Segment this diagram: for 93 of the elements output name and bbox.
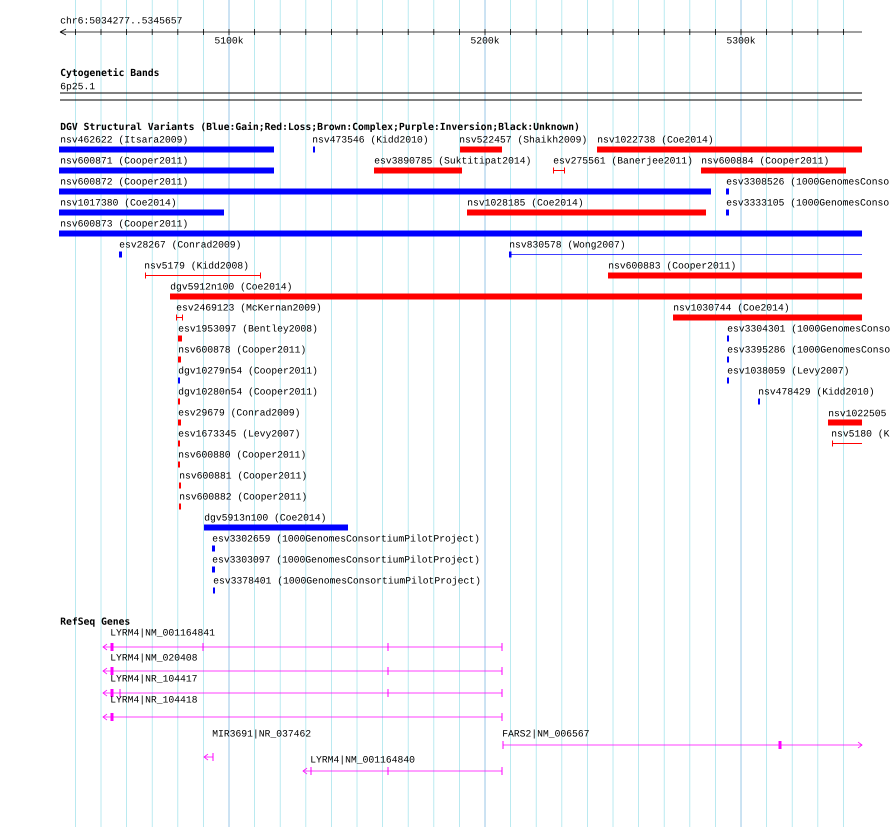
tick-label: 5200k [471,36,500,44]
track-heading: Cytogenetic Bands [60,68,159,78]
node-label: esv28267 (Conrad2009) [120,240,240,250]
variant-feature: nsv600882 (Cooper2011) [179,492,306,510]
node-label: nsv462622 (Itsara2009) [61,135,187,145]
node-label: nsv600880 (Cooper2011) [179,450,305,460]
variant-feature: nsv1022738 (Coe2014) [597,135,862,152]
variant-feature: esv3890785 (Suktitipat2014) [374,156,530,174]
node-label: esv3303097 (1000GenomesConsortiumPilotProject) [212,555,478,565]
variant-feature: esv3304301 (1000GenomesConso [727,324,890,342]
node-label: esv1673345 (Levy2007) [178,429,299,439]
variant-feature: nsv1022505 [828,410,886,426]
node-label: nsv600873 (Cooper2011) [61,219,187,229]
variant-feature: nsv5179 (Kidd2008) [144,261,262,279]
gene-model: LYRM4|NM_001164841 [102,628,502,652]
node-label: LYRM4|NM_020408 [111,653,197,663]
node-label: nsv522457 (Shaikh2009) [460,135,586,145]
node-label: nsv478429 (Kidd2010) [759,387,873,397]
node-label: dgv5913n100 (Coe2014) [204,513,325,523]
node-label: esv3302659 (1000GenomesConsortiumPilotProject) [212,534,478,544]
node-label: esv3890785 (Suktitipat2014) [374,156,530,166]
node-label: esv1953097 (Bentley2008) [178,324,316,334]
variant-feature: nsv600881 (Cooper2011) [179,472,306,488]
variant-feature: nsv473546 (Kidd2010) [313,135,427,152]
variant-feature: nsv600884 (Cooper2011) [701,156,846,174]
band-label: 6p25.1 [60,82,95,92]
node-label: LYRM4|NM_001164841 [111,628,214,638]
variant-feature: esv3395286 (1000GenomesConso [727,345,890,362]
node-label: nsv1017380 (Coe2014) [61,198,175,208]
variant-feature: esv3308526 (1000GenomesConso [726,177,889,194]
variant-feature: esv3378401 (1000GenomesConsortiumPilotProject) [213,576,480,594]
variant-feature: esv275561 (Banerjee2011) [552,156,692,174]
node-label: esv3304301 (1000GenomesConso [728,324,890,334]
variant-feature: esv1038059 (Levy2007) [727,366,848,384]
variant-feature: esv2469123 (McKernan2009) [176,303,320,321]
variant-feature: nsv462622 (Itsara2009) [59,135,274,152]
variant-feature: nsv478429 (Kidd2010) [758,387,873,404]
node-label: nsv1022738 (Coe2014) [598,135,712,145]
ruler-label: chr6:5034277..5345657 [60,16,182,24]
variant-feature: nsv600871 (Cooper2011) [59,156,274,174]
variant-feature: dgv10280n54 (Cooper2011) [178,387,316,404]
node-label: LYRM4|NR_104418 [111,695,197,705]
tick-label: 5100k [215,36,244,44]
node-label: nsv600871 (Cooper2011) [61,156,187,166]
node-label: esv29679 (Conrad2009) [178,408,299,418]
variant-feature: esv1953097 (Bentley2008) [178,324,316,342]
node-label: nsv600882 (Cooper2011) [180,492,306,502]
track-heading: RefSeq Genes [60,617,130,627]
node-label: dgv5912n100 (Coe2014) [170,282,291,292]
variant-feature: esv29679 (Conrad2009) [178,408,299,426]
gene-model: LYRM4|NM_020408 [102,654,502,676]
node-label: nsv1028185 (Coe2014) [468,198,582,208]
variant-feature: nsv600883 (Cooper2011) [608,261,862,278]
variant-feature: esv28267 (Conrad2009) [119,240,240,258]
node-label: nsv473546 (Kidd2010) [313,135,427,145]
gene-model: FARS2|NM_006567 [502,730,863,750]
variant-feature: esv3302659 (1000GenomesConsortiumPilotProject) [212,534,478,552]
node-label: esv3333105 (1000GenomesConso [726,198,889,208]
variant-feature: nsv600880 (Cooper2011) [178,450,305,468]
node-label: esv1038059 (Levy2007) [728,366,848,376]
node-label: dgv10280n54 (Cooper2011) [178,387,316,397]
tick-label: 5300k [727,36,756,44]
track-heading: DGV Structural Variants (Blue:Gain;Red:Loss;Brown:Complex;Purple:Inversion;Black:Unknown) [60,122,578,132]
node-label: nsv1030744 (Coe2014) [674,303,788,313]
node-label: nsv600884 (Cooper2011) [702,156,828,166]
variant-feature: nsv1030744 (Coe2014) [673,303,862,320]
node-label: esv3378401 (1000GenomesConsortiumPilotProject) [214,576,480,586]
variant-feature: esv3303097 (1000GenomesConsortiumPilotProject) [212,556,478,572]
node-label: nsv600881 (Cooper2011) [180,471,306,481]
variant-feature: nsv600873 (Cooper2011) [59,219,862,236]
node-label: esv3395286 (1000GenomesConso [728,345,890,355]
node-label: nsv600878 (Cooper2011) [179,345,305,355]
variant-feature: nsv5180 (K [832,430,890,447]
node-label: nsv1022505 [829,410,886,416]
variant-feature: esv1673345 (Levy2007) [178,430,299,446]
variant-feature: nsv830578 (Wong2007) [508,240,862,258]
variant-feature: nsv1017380 (Coe2014) [59,198,224,216]
node-label: dgv10279n54 (Cooper2011) [178,366,316,376]
variant-feature: nsv522457 (Shaikh2009) [460,135,586,152]
variant-feature: dgv10279n54 (Cooper2011) [178,366,316,384]
variant-feature: dgv5912n100 (Coe2014) [170,282,862,300]
variant-feature: dgv5913n100 (Coe2014) [204,514,348,530]
variant-feature: esv3333105 (1000GenomesConso [726,198,889,216]
node-label: FARS2|NM_006567 [503,729,589,739]
variant-feature: nsv1028185 (Coe2014) [467,198,706,216]
node-label: nsv600883 (Cooper2011) [609,261,735,271]
node-label: LYRM4|NR_104417 [111,674,197,684]
node-label: nsv600872 (Cooper2011) [61,177,187,187]
variant-feature: nsv600878 (Cooper2011) [178,345,305,362]
gene-model: LYRM4|NR_104418 [102,696,502,722]
node-label: esv3308526 (1000GenomesConso [726,177,889,187]
node-label: nsv830578 (Wong2007) [510,240,624,250]
variant-feature: nsv600872 (Cooper2011) [59,177,711,194]
